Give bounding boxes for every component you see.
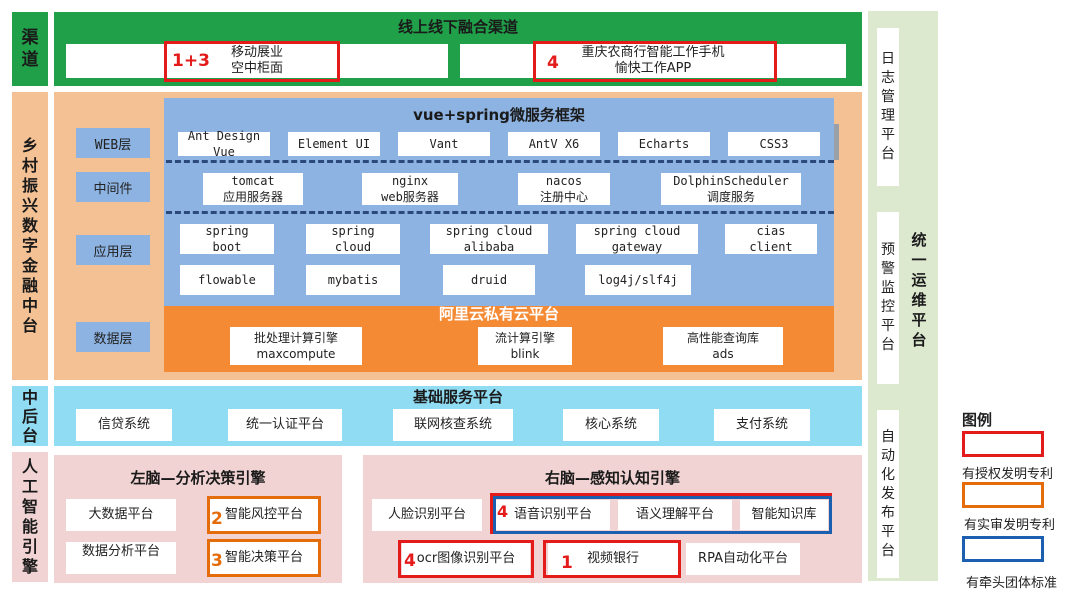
web-item-antvx6: AntV X6 xyxy=(508,132,600,156)
ai-label-bg xyxy=(12,452,48,582)
legend-blue-swatch xyxy=(962,536,1044,562)
app-item-druid: druid xyxy=(443,265,535,295)
mw-item-nginx: nginx web服务器 xyxy=(362,173,458,205)
legend-granted-text: 有授权发明专利 xyxy=(962,467,1054,482)
work-phone-box: 重庆农商行智能工作手机 愉快工作APP xyxy=(460,44,846,78)
knowledge-platform: 智能知识库 xyxy=(740,500,828,530)
web-item-css3: CSS3 xyxy=(728,132,820,156)
standard-frame-voice xyxy=(493,496,832,534)
mw-item-tomcat: tomcat 应用服务器 xyxy=(203,173,303,205)
midback-label-bg xyxy=(12,386,48,446)
risk-platform: 智能风控平台 xyxy=(210,499,318,531)
rural-label-bg xyxy=(12,92,48,380)
layer-middleware: 中间件 xyxy=(76,172,150,202)
midback-label: 中 后 台 xyxy=(21,387,38,445)
cloud-item-maxcompute: 批处理计算引擎 maxcompute xyxy=(230,327,362,365)
layer-web: WEB层 xyxy=(76,128,150,158)
deploy-platform: 自 动 化 发 布 平 台 xyxy=(877,410,899,578)
rpa-platform: RPA自动化平台 xyxy=(686,543,800,575)
utility-frame-risk xyxy=(207,496,321,534)
ocr-platform: ocr图像识别平台 xyxy=(402,543,530,575)
app-item-springboot: spring boot xyxy=(180,224,274,254)
divider-web-middleware xyxy=(166,160,834,163)
layer-data: 数据层 xyxy=(76,322,150,352)
legend-red-swatch xyxy=(962,431,1044,457)
ops-platform-label: 统 一 运 维 平 台 xyxy=(911,231,927,349)
web-item-element: Element UI xyxy=(288,132,380,156)
base-title: 基础服务平台 xyxy=(412,388,503,406)
mw-item-nacos: nacos 注册中心 xyxy=(518,173,610,205)
base-item-payment: 支付系统 xyxy=(714,409,810,441)
app-item-cias: cias client xyxy=(725,224,817,254)
app-item-log4j: log4j/slf4j xyxy=(585,265,691,295)
app-item-flowable: flowable xyxy=(180,265,274,295)
framework-scrollbar xyxy=(834,124,839,160)
log-platform: 日 志 管 理 平 台 xyxy=(877,28,899,186)
app-item-springcloud: spring cloud xyxy=(306,224,400,254)
semantic-platform: 语义理解平台 xyxy=(618,500,732,530)
analysis-platform: 数据分析平台 xyxy=(66,542,176,574)
video-bank: 视频银行 xyxy=(548,543,678,575)
rural-label: 乡 村 振 兴 数 字 金 融 中 台 xyxy=(21,136,38,335)
base-item-verify: 联网核查系统 xyxy=(393,409,513,441)
right-brain-title: 右脑—感知认知引擎 xyxy=(544,469,680,487)
divider-middleware-app xyxy=(166,211,834,214)
framework-title: vue+spring微服务框架 xyxy=(413,106,585,124)
channel-title: 线上线下融合渠道 xyxy=(397,18,518,36)
big-data-platform: 大数据平台 xyxy=(66,499,176,531)
num-video: 1 xyxy=(561,553,573,573)
utility-frame-decision xyxy=(207,539,321,577)
cloud-title: 阿里云私有云平台 xyxy=(438,305,559,323)
left-brain-title: 左脑—分析决策引擎 xyxy=(130,469,266,487)
web-item-antd: Ant Design Vue xyxy=(178,129,270,159)
mobile-counter-box: 移动展业 空中柜面 xyxy=(66,44,448,78)
app-item-alibaba: spring cloud alibaba xyxy=(430,224,548,254)
patent-frame-ocr xyxy=(398,540,534,578)
legend-orange-swatch xyxy=(962,482,1044,508)
alert-platform: 预 警 监 控 平 台 xyxy=(877,212,899,384)
base-item-credit: 信贷系统 xyxy=(76,409,172,441)
legend-standard-text: 有牵头团体标准 xyxy=(966,576,1058,591)
legend-utility-text: 有实审发明专利 xyxy=(964,518,1056,533)
channel-label: 渠 道 xyxy=(21,28,39,70)
channel-label-bg xyxy=(12,12,48,86)
decision-platform: 智能决策平台 xyxy=(210,542,318,574)
num-voice: 4 xyxy=(497,502,509,521)
web-item-vant: Vant xyxy=(398,132,490,156)
face-platform: 人脸识别平台 xyxy=(372,499,482,531)
num-phone: 4 xyxy=(547,53,559,73)
cloud-item-ads: 高性能查询库 ads xyxy=(663,327,783,365)
num-mobile: 1+3 xyxy=(172,51,210,71)
num-decision: 3 xyxy=(211,551,223,571)
app-item-mybatis: mybatis xyxy=(306,265,400,295)
ai-label: 人 工 智 能 引 擎 xyxy=(21,457,38,576)
base-item-auth: 统一认证平台 xyxy=(228,409,342,441)
base-item-core: 核心系统 xyxy=(563,409,659,441)
patent-frame-phone xyxy=(533,41,777,82)
cloud-item-blink: 流计算引擎 blink xyxy=(478,327,572,365)
legend-title: 图例 xyxy=(962,411,993,429)
patent-frame-mobile xyxy=(164,41,340,82)
app-item-gateway: spring cloud gateway xyxy=(576,224,698,254)
mw-item-dolphin: DolphinScheduler 调度服务 xyxy=(661,173,801,205)
patent-frame-video xyxy=(543,540,681,578)
num-risk: 2 xyxy=(211,509,223,529)
layer-app: 应用层 xyxy=(76,235,150,265)
num-ocr: 4 xyxy=(404,551,416,571)
voice-platform: 语音识别平台 xyxy=(496,500,610,530)
web-item-echarts: Echarts xyxy=(618,132,710,156)
